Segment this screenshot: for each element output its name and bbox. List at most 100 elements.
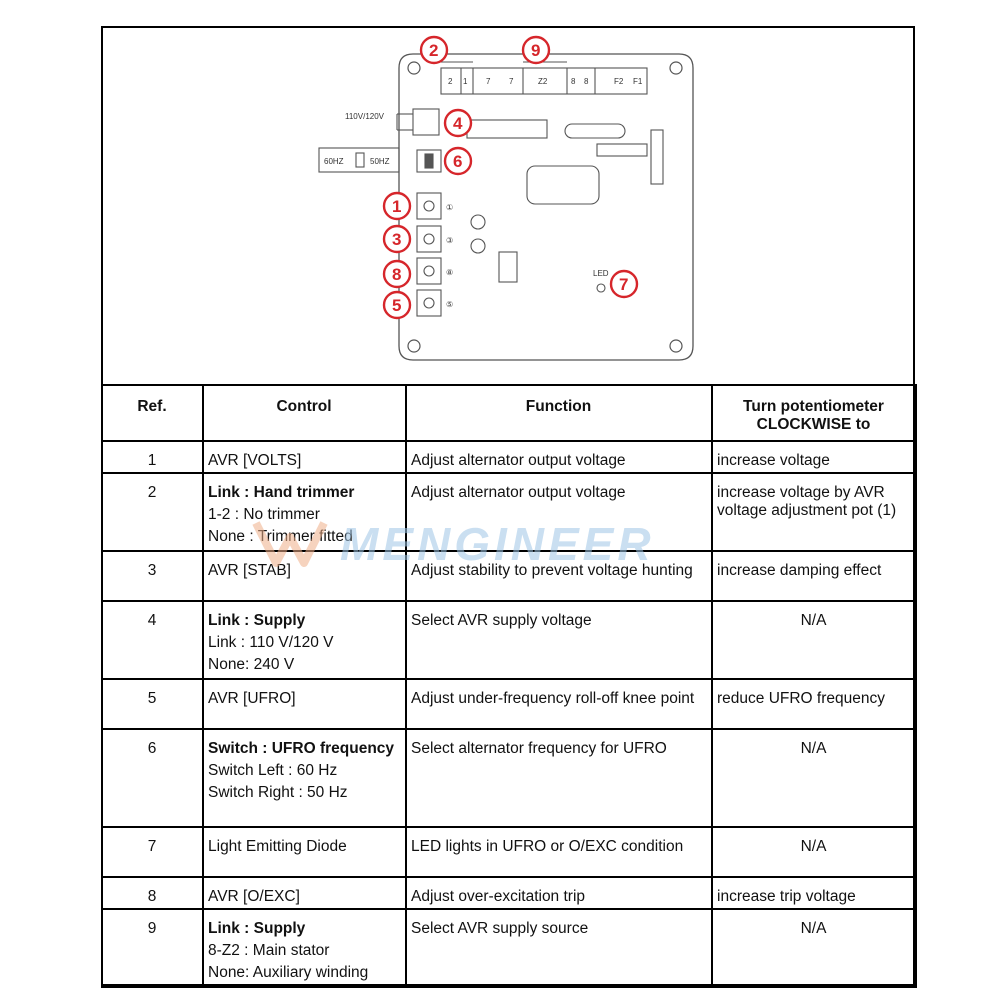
control-line: Switch Right : 50 Hz [208,784,348,801]
header-ref: Ref. [101,384,204,442]
control-line: Link : 110 V/120 V [208,634,334,651]
cell-control: AVR [O/EXC] [202,876,407,910]
pot-mark: ⑤ [446,300,453,309]
header-turn-line1: Turn potentiometer [743,398,884,415]
terminal-label: 8 [584,77,589,86]
control-line: None: Auxiliary winding [208,964,369,981]
cell-ref: 2 [101,472,204,552]
cell-control: AVR [UFRO] [202,678,407,730]
cell-turn-clockwise: N/A [711,826,917,878]
control-line: 8-Z2 : Main stator [208,942,330,959]
control-line: AVR [O/EXC] [208,888,300,905]
header-control: Control [202,384,407,442]
cell-function: Select AVR supply source [405,908,713,988]
switch-60hz-label: 60HZ [324,157,344,166]
pot-mark: ① [446,203,453,212]
led-label: LED [593,269,609,278]
cell-function: LED lights in UFRO or O/EXC condition [405,826,713,878]
ufro-frequency-switch [318,147,442,173]
switch-50hz-label: 50HZ [370,157,390,166]
terminal-label: 1 [463,77,468,86]
potentiometers [416,192,442,317]
terminal-label: 7 [509,77,514,86]
cell-function: Adjust alternator output voltage [405,440,713,474]
control-title: Link : Hand trimmer [208,484,355,501]
cell-turn-clockwise: N/A [711,728,917,828]
cell-ref: 8 [101,876,204,910]
cell-turn-clockwise: increase voltage by AVR voltage adjustme… [711,472,917,552]
cell-turn-clockwise: reduce UFRO frequency [711,678,917,730]
avr-board-drawing: 2 1 7 7 Z2 8 8 F2 F1 110V/120V 60HZ 50HZ [318,35,694,361]
cell-turn-clockwise: increase trip voltage [711,876,917,910]
header-turn: Turn potentiometer CLOCKWISE to [711,384,917,442]
control-title: Link : Supply [208,920,306,937]
terminal-label: 8 [571,77,576,86]
pot-mark: ③ [446,236,453,245]
avr-board-diagram: 2 1 7 7 Z2 8 8 F2 F1 110V/120V 60HZ 50HZ [101,26,915,384]
cell-function: Select alternator frequency for UFRO [405,728,713,828]
cell-ref: 3 [101,550,204,602]
callout-7: 7 [619,275,628,294]
pot-mark: ⑧ [446,268,453,277]
control-title: Switch : UFRO frequency [208,740,395,757]
cell-turn-clockwise: increase damping effect [711,550,917,602]
cell-function: Adjust over-excitation trip [405,876,713,910]
cell-ref: 1 [101,440,204,474]
cell-ref: 9 [101,908,204,988]
callout-8: 8 [392,265,401,284]
callout-9: 9 [531,41,540,60]
callout-5: 5 [392,296,401,315]
terminal-labels: 2 1 7 7 Z2 8 8 F2 F1 [448,77,643,86]
cell-control: AVR [STAB] [202,550,407,602]
cell-control: Light Emitting Diode [202,826,407,878]
control-line: None : Trimmer fitted [208,528,353,545]
terminal-label: 2 [448,77,453,86]
cell-function: Adjust under-frequency roll-off knee poi… [405,678,713,730]
cell-ref: 7 [101,826,204,878]
supply-voltage-label: 110V/120V [345,112,385,121]
control-line: Light Emitting Diode [208,838,347,855]
cell-turn-clockwise: N/A [711,908,917,988]
cell-ref: 5 [101,678,204,730]
cell-function: Adjust stability to prevent voltage hunt… [405,550,713,602]
terminal-label: 7 [486,77,491,86]
control-line: Switch Left : 60 Hz [208,762,338,779]
board-components [470,123,664,293]
table-header-row: Ref. Control Function Turn potentiometer… [101,384,917,442]
terminal-label: F2 [614,77,624,86]
board-outline [398,53,694,361]
terminal-label: Z2 [538,77,548,86]
cell-ref: 6 [101,728,204,828]
callout-1: 1 [392,197,401,216]
avr-controls-table: Ref. Control Function Turn potentiometer… [101,384,917,988]
callout-3: 3 [392,230,401,249]
cell-ref: 4 [101,600,204,680]
cell-function: Select AVR supply voltage [405,600,713,680]
terminal-block [440,61,648,95]
control-line: AVR [STAB] [208,562,291,579]
cell-control: AVR [VOLTS] [202,440,407,474]
callout-2: 2 [429,41,438,60]
callout-numbers: 2 9 4 6 1 3 8 5 7 [392,41,628,315]
mounting-holes [407,61,683,353]
control-title: Link : Supply [208,612,306,629]
cell-turn-clockwise: N/A [711,600,917,680]
terminal-label: F1 [633,77,643,86]
control-line: None: 240 V [208,656,295,673]
control-line: AVR [UFRO] [208,690,296,707]
control-line: 1-2 : No trimmer [208,506,320,523]
